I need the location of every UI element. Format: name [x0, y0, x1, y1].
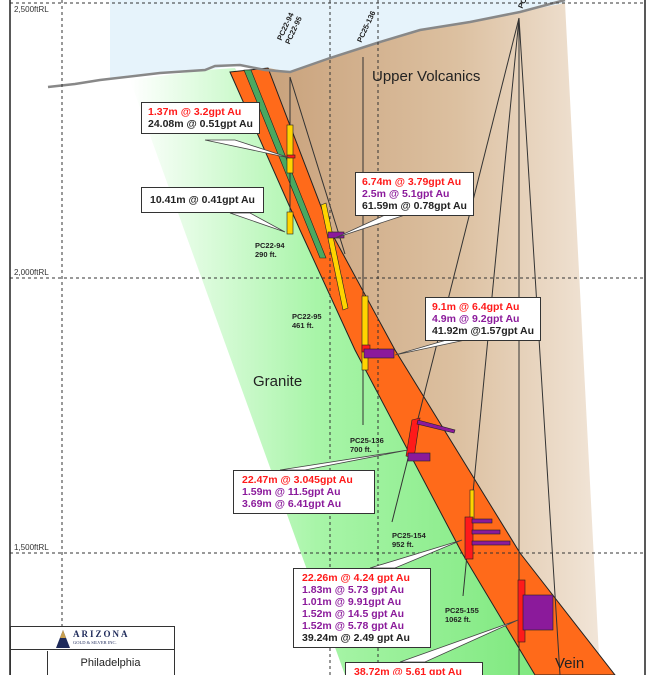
level-label-2500: 2,500ftRL [13, 5, 50, 14]
level-label-2000: 2,000ftRL [14, 268, 49, 277]
title-block: ARIZONA GOLD & SILVER INC. Philadelphia [10, 626, 175, 675]
green-dyke [243, 69, 327, 259]
intercept-callout: 10.41m @ 0.41gpt Au [141, 187, 264, 213]
upper-volcanics-label: Upper Volcanics [372, 68, 481, 85]
trace-pc22-95 [289, 76, 346, 255]
grid [10, 0, 645, 675]
vein-label: Vein [555, 655, 585, 672]
intercepts [286, 124, 554, 643]
topography-line [47, 0, 566, 89]
intercept-callout: 38.72m @ 5.61 gpt Au [345, 662, 483, 675]
project-name: Philadelphia [80, 657, 141, 669]
logo: ARIZONA GOLD & SILVER INC. [11, 627, 174, 650]
level-label-1500: 1,500ftRL [14, 543, 49, 552]
sky [110, 0, 565, 78]
callout-pointers [204, 139, 519, 663]
logo-mark-icon [56, 630, 70, 648]
granite-zone [130, 68, 545, 675]
granite-label: Granite [253, 373, 303, 390]
